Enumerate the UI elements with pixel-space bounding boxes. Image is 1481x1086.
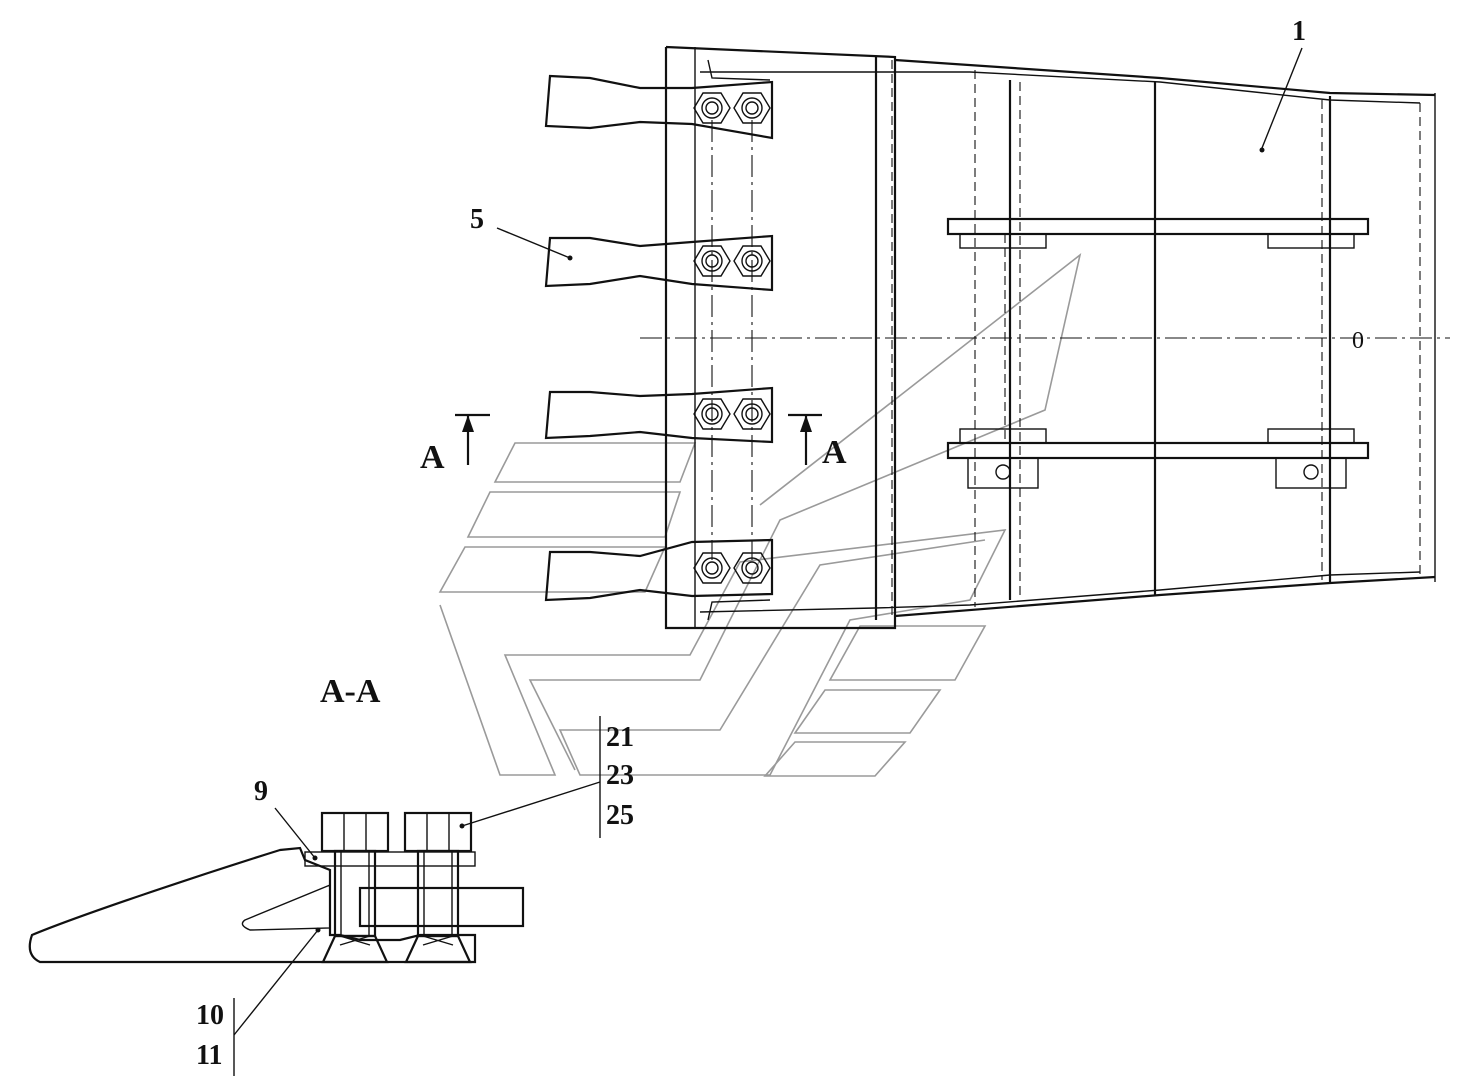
callout-fastener-25: 25 (606, 800, 634, 831)
callout-part-5: 5 (470, 204, 484, 235)
leader-fasteners (461, 781, 601, 827)
section-view-tooth (28, 811, 525, 964)
tooth-4 (544, 538, 774, 602)
leader-part-5 (496, 227, 571, 259)
callout-part-11: 11 (196, 1040, 222, 1071)
svg-text:A: A (822, 434, 847, 471)
tooth-3 (544, 386, 774, 444)
watermark-logo (438, 252, 1082, 777)
callout-part-9: 9 (254, 776, 268, 807)
callout-part-1: 1 (1292, 16, 1306, 47)
leader-tooth-parts (233, 929, 319, 1036)
section-marker-left: A (420, 413, 490, 476)
callout-fastener-23: 23 (606, 760, 634, 791)
svg-text:A: A (420, 439, 445, 476)
leader-part-9 (274, 807, 316, 859)
section-title: A-A (320, 673, 381, 710)
hinge-bar-upper (946, 217, 1370, 440)
callout-part-10: 10 (196, 1000, 224, 1031)
callout-fastener-21: 21 (606, 722, 634, 753)
leader-part-1 (1261, 47, 1303, 149)
tooth-1 (544, 74, 774, 140)
tooth-2 (544, 234, 774, 292)
section-marker-right: A (788, 413, 847, 471)
axis-mark: 0 (1352, 328, 1364, 354)
bucket-body (664, 45, 1436, 630)
hinge-bar-lower (946, 428, 1370, 489)
